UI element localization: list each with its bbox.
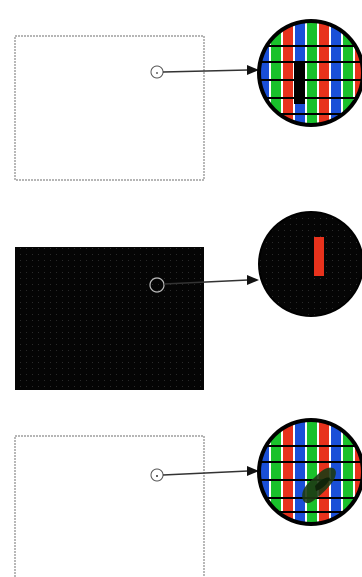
- white-screen-1: [15, 36, 204, 180]
- black-screen: [15, 247, 204, 390]
- row-smudge: [15, 416, 362, 577]
- white-screen-3: [15, 436, 204, 577]
- row-dead-pixel: [15, 18, 362, 180]
- stuck-red-subpixel: [314, 237, 324, 276]
- dead-pixel-spot: [294, 63, 305, 104]
- row-stuck-pixel: [15, 208, 362, 390]
- pixel-marker-1: [151, 66, 163, 78]
- arrow-head-2: [247, 275, 259, 285]
